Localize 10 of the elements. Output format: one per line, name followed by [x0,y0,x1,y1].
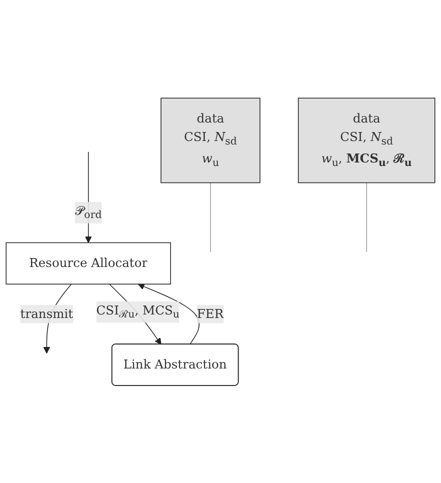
edge-label: transmit [20,306,74,321]
edge-label: FER [196,306,224,321]
node-box: data CSI, N$_{sd}$ w$_{u}$ [160,97,260,183]
edge-label: CSI$_{ℛu}$, MCS$_{u}$ [96,302,180,320]
connector [366,182,367,252]
arrow [138,283,200,345]
node-box: data CSI, N$_{sd}$ w$_{u}$, MCS$_{u}$, ℛ$_{u}$ [298,97,436,183]
connector [210,182,211,252]
edge-label: 𝒫$_{ord}$ [74,203,102,221]
node-box: Resource Allocator [6,242,171,284]
